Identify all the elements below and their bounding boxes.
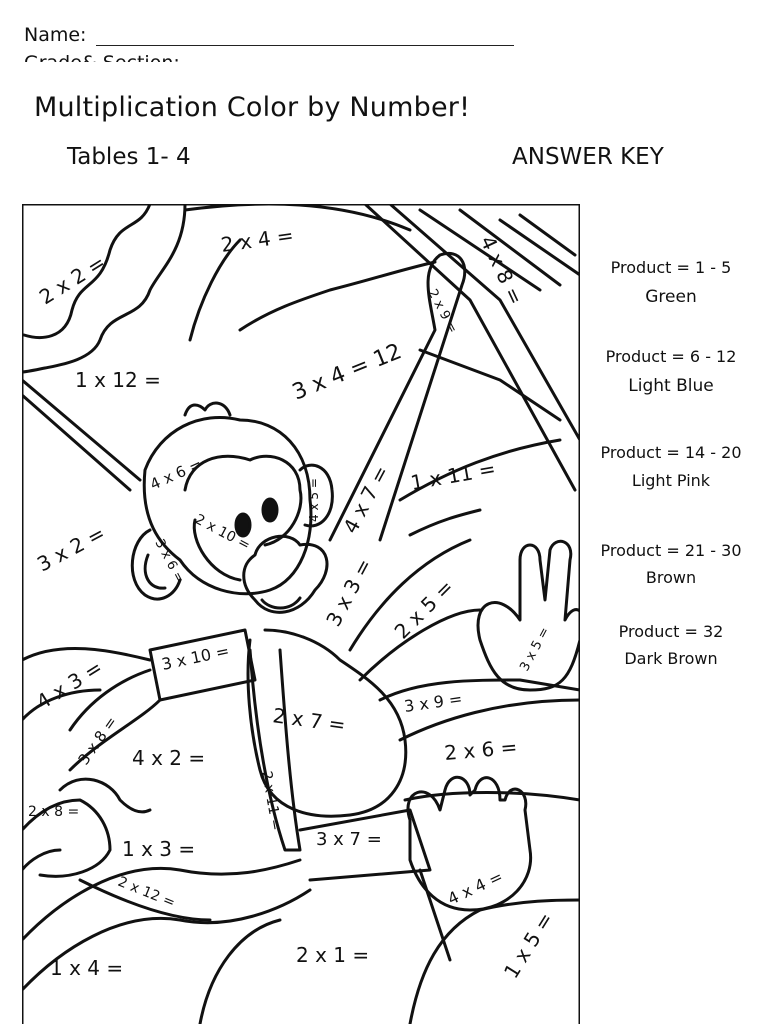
problem-1x11: 1 x 11 = [409,456,498,495]
worksheet-subtitle: Tables 1- 4 [67,144,191,170]
key-range-1: Product = 1 - 5 [610,258,732,277]
key-color-1: Green [645,287,697,307]
problem-3x3: 3 x 3 = [321,555,377,631]
key-color-4: Brown [645,568,697,587]
key-color-3: Light Pink [631,471,711,490]
problem-1x3: 1 x 3 = [122,837,195,861]
key-range-4: Product = 21 - 30 [600,541,742,560]
name-input-line[interactable] [96,45,514,46]
key-color-5: Dark Brown [624,649,718,668]
problem-2x1: 2 x 1 = [296,943,369,967]
problem-2x2: 2 x 2 = [35,250,110,309]
problem-1x4: 1 x 4 = [50,956,123,980]
problem-2x6: 2 x 6 = [443,735,518,765]
problem-4x5: 4 x 5 = [307,478,321,522]
problem-3x8: 3 x 8 = [75,713,121,768]
problem-3x5: 3 x 5 = [517,625,553,674]
problem-2x12: 2 x 12 = [116,874,178,911]
problem-4x2: 4 x 2 = [132,746,205,770]
key-color-2: Light Blue [628,376,714,396]
problem-4x6: 4 x 6 = [147,455,204,494]
key-range-2: Product = 6 - 12 [605,347,737,366]
problem-2x4: 2 x 4 = [219,223,295,257]
problem-1x12: 1 x 12 = [75,368,161,392]
problem-3x9: 3 x 9 = [403,689,464,716]
picture-outlines [22,204,580,1024]
problem-4x3: 4 x 3 = [32,655,107,714]
problem-4x4: 4 x 4 = [445,867,506,909]
problem-3x7: 3 x 7 = [316,829,382,850]
name-label: Name: [24,24,87,46]
grade-section-label: Grade& Section: [24,50,180,62]
worksheet-title: Multiplication Color by Number! [34,92,471,123]
key-range-5: Product = 32 [618,622,724,641]
problem-4x8: 4 x 8 = [475,232,528,308]
problem-3x2: 3 x 2 = [33,521,109,577]
problem-2x8: 2 x 8 = [28,804,79,820]
answer-key-label: ANSWER KEY [512,144,664,170]
key-range-3: Product = 14 - 20 [600,443,742,462]
problem-3x4: 3 x 4 = 12 [289,339,405,405]
problem-2x7: 2 x 7 = [271,703,347,737]
problem-1x5: 1 x 5 = [499,908,558,983]
